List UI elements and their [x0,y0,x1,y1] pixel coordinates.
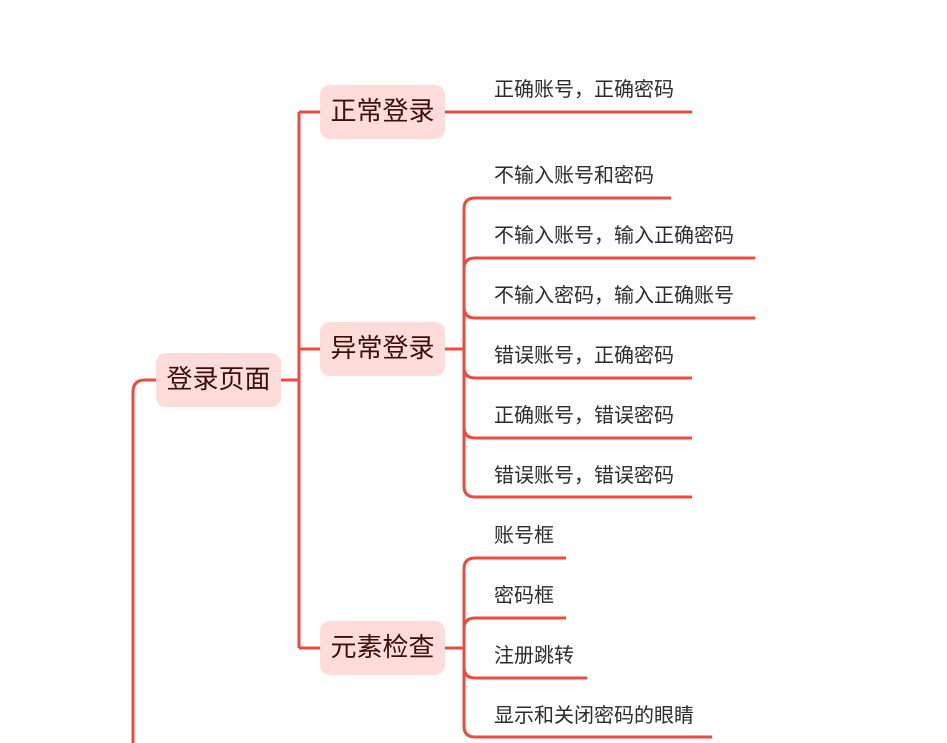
leaf-node[interactable]: 正确账号，正确密码 [494,77,674,101]
root-node[interactable]: 登录页面 [156,353,281,407]
leaf-node[interactable]: 不输入账号和密码 [494,163,654,187]
branch-1-leaf-5-line [462,485,692,499]
leaf-node[interactable]: 错误账号，正确密码 [494,343,674,367]
branch-1-leaf-1-line [462,256,755,270]
branch-2-leaf-1-line [462,616,566,630]
branch-1-leaf-3-line [462,366,692,380]
leaf-node[interactable]: 注册跳转 [494,643,574,667]
branch-1-leaf-4-line [462,426,692,440]
branch-1-leaf-0-line [462,196,671,210]
branch-2-leaf-3-line [462,725,712,739]
leaf-node[interactable]: 显示和关闭密码的眼睛 [494,703,694,727]
branch-2-leaf-2-line [462,666,587,680]
leaf-node[interactable]: 错误账号，错误密码 [494,463,674,487]
leaf-node[interactable]: 正确账号，错误密码 [494,403,674,427]
leaf-node[interactable]: 账号框 [494,523,554,547]
leaf-node[interactable]: 不输入账号，输入正确密码 [494,223,734,247]
branch-node-element-check[interactable]: 元素检查 [320,621,445,675]
leaf-node[interactable]: 密码框 [494,583,554,607]
leaf-node[interactable]: 不输入密码，输入正确账号 [494,283,734,307]
branch-node-normal-login[interactable]: 正常登录 [320,85,445,139]
branch-1-leaf-2-line [462,306,755,320]
branch-node-abnormal-login[interactable]: 异常登录 [320,322,445,376]
branch-2-leaf-0-line [462,556,566,570]
root-lead-line [131,378,156,743]
